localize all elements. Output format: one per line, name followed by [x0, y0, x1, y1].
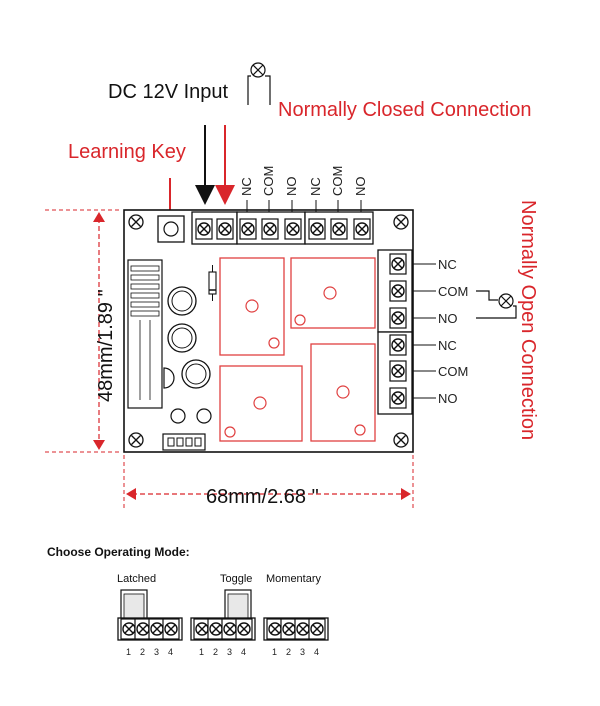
relay2-terminal-block	[304, 211, 374, 245]
right-terminal-label: NO	[438, 311, 458, 326]
relay4-terminal-block	[377, 331, 413, 415]
no-load-bulb-icon	[498, 293, 514, 309]
height-dim-arrow-bottom	[93, 440, 105, 450]
pin-label: 4	[314, 647, 319, 657]
learning-key-button-icon	[157, 215, 185, 243]
capacitor-icon	[167, 323, 197, 353]
width-dim-arrow-left	[126, 488, 136, 500]
small-component-icon	[170, 408, 212, 424]
relay-icon	[219, 257, 285, 356]
right-terminal-label: COM	[438, 284, 468, 299]
top-terminal-leaders	[246, 200, 362, 212]
pin-label: 1	[272, 647, 277, 657]
nc-load-wire-right	[265, 75, 271, 105]
pin-label: 3	[154, 647, 159, 657]
relay3-terminal-block	[377, 249, 413, 333]
relay1-terminal-block	[236, 211, 306, 245]
right-terminal-leaders	[412, 263, 436, 399]
operating-mode-title: Choose Operating Mode:	[47, 545, 190, 559]
mounting-hole-icon	[128, 432, 144, 448]
mode-connector-momentary	[263, 617, 329, 641]
mode-connector-latched	[117, 589, 183, 641]
transistor-icon	[163, 367, 175, 389]
mode-label-momentary: Momentary	[266, 573, 322, 585]
height-dim-label: 48mm/1.89 "	[95, 289, 117, 402]
top-terminal-label: COM	[261, 166, 276, 196]
pin-label: 4	[241, 647, 246, 657]
relay-icon	[219, 365, 303, 442]
top-terminal-label: NC	[239, 177, 254, 196]
mode-label-toggle: Toggle	[220, 573, 252, 585]
normally-closed-label: Normally Closed Connection	[278, 99, 531, 121]
relay-icon	[290, 257, 376, 329]
mode-label-latched: Latched	[117, 573, 156, 585]
right-terminal-label: NC	[438, 257, 457, 272]
top-terminal-label: NO	[353, 177, 368, 197]
width-dim-arrow-right	[401, 488, 411, 500]
dc-input-label: DC 12V Input	[108, 81, 229, 103]
receiver-module-icon	[127, 259, 163, 409]
mounting-hole-icon	[393, 432, 409, 448]
normally-open-label: Normally Open Connection	[517, 200, 539, 440]
learning-key-label: Learning Key	[68, 141, 186, 163]
mounting-hole-icon	[393, 214, 409, 230]
capacitor-icon	[181, 359, 211, 389]
width-dim-label: 68mm/2.68 "	[206, 486, 319, 508]
pin-label: 2	[286, 647, 291, 657]
no-load-wire	[476, 290, 498, 301]
top-terminal-label: NO	[284, 177, 299, 197]
top-terminal-labels: NC COM NO NC COM NO	[239, 166, 368, 196]
pin-label: 1	[199, 647, 204, 657]
right-terminal-label: COM	[438, 364, 468, 379]
power-terminal-block	[191, 211, 238, 245]
nc-load-wire	[247, 75, 251, 105]
capacitor-icon	[167, 286, 197, 316]
relay-icon	[310, 343, 376, 442]
diode-icon	[208, 265, 217, 301]
pin-label: 3	[300, 647, 305, 657]
no-load-wire-bottom	[476, 305, 517, 319]
right-terminal-label: NO	[438, 391, 458, 406]
mode-jumper-header-icon	[162, 433, 206, 451]
mode-connector-toggle	[190, 589, 256, 641]
top-terminal-label: NC	[308, 177, 323, 196]
right-terminal-label: NC	[438, 338, 457, 353]
pin-label: 3	[227, 647, 232, 657]
height-dim-arrow-top	[93, 212, 105, 222]
pin-label: 2	[140, 647, 145, 657]
mounting-hole-icon	[128, 214, 144, 230]
pin-label: 2	[213, 647, 218, 657]
pin-label: 4	[168, 647, 173, 657]
pin-label: 1	[126, 647, 131, 657]
nc-load-bulb-icon	[250, 62, 266, 78]
top-terminal-label: COM	[330, 166, 345, 196]
